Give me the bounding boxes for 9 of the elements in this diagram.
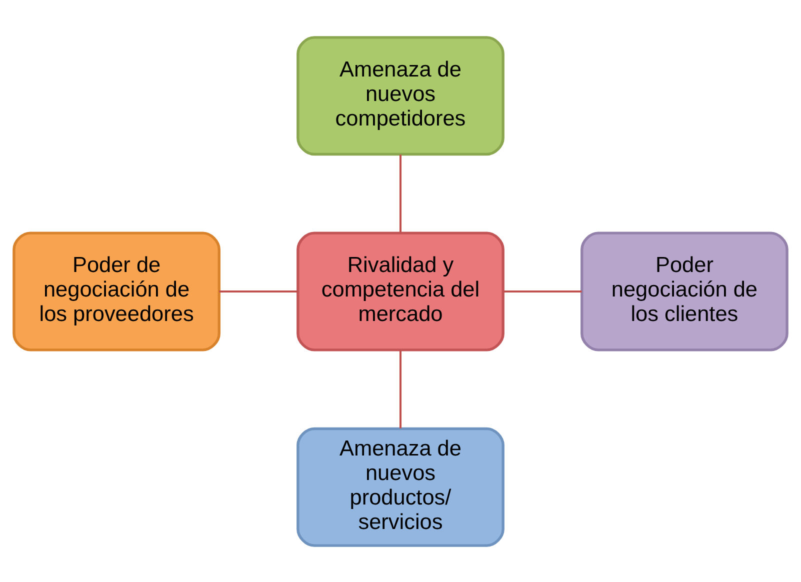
node-box: Poder de negociación de los proveedores — [12, 231, 220, 351]
connector — [399, 154, 402, 232]
node-box: Amenaza de nuevos competidores — [296, 36, 504, 156]
connector — [219, 290, 298, 292]
node-box: Poder negociación de los clientes — [580, 231, 788, 351]
connector — [399, 350, 402, 428]
node-box: Rivalidad y competencia del mercado — [296, 231, 504, 351]
connector — [503, 290, 582, 292]
node-box: Amenaza de nuevos productos/ servicios — [296, 426, 504, 546]
